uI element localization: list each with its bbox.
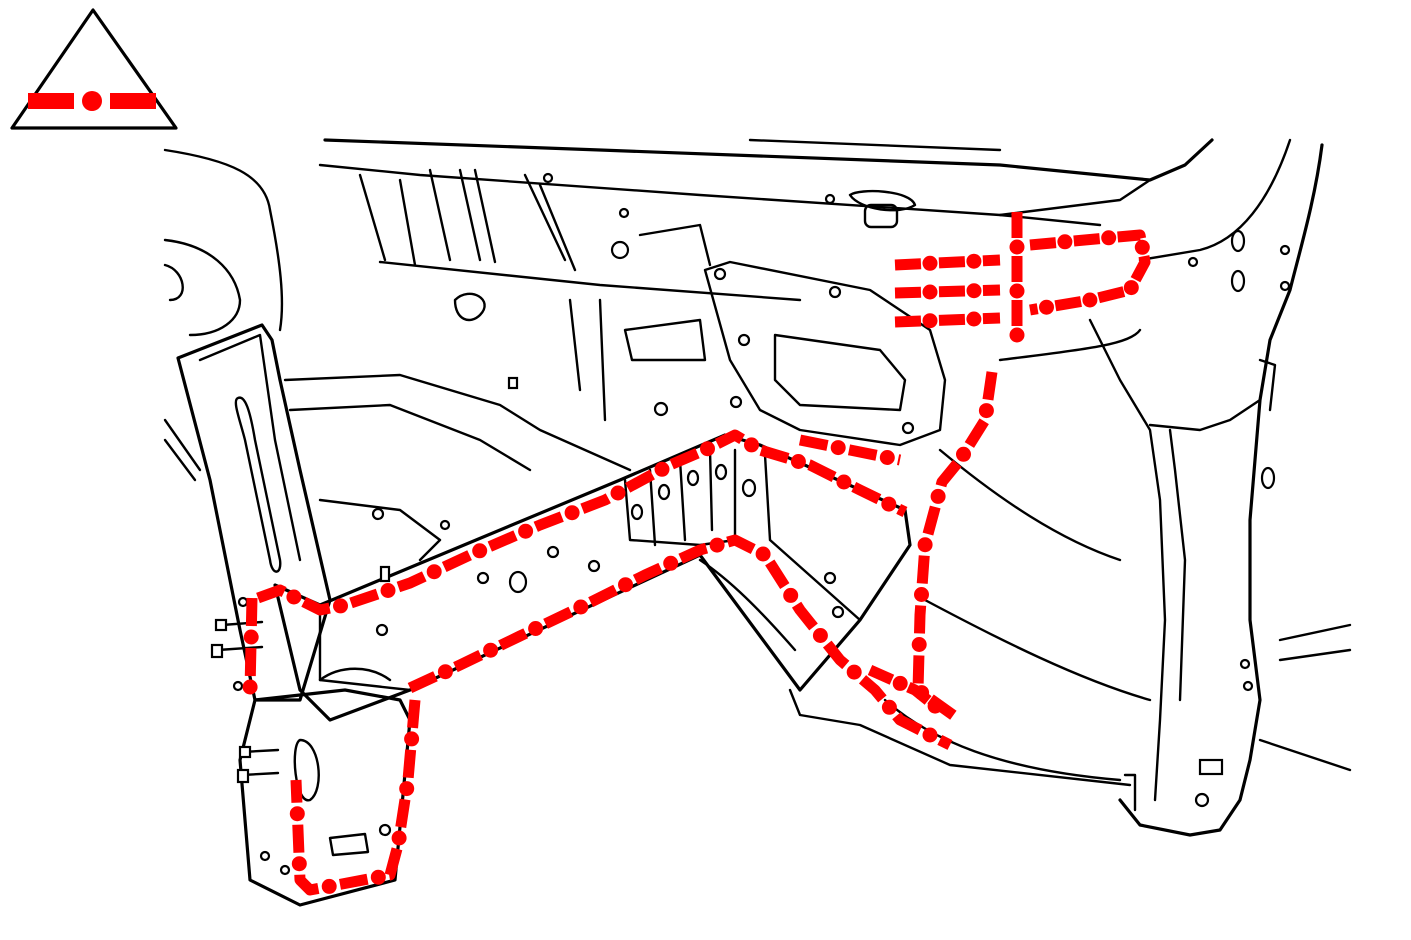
sealer-dot: [1057, 234, 1073, 250]
sealer-dot: [333, 598, 348, 614]
sealer-dot: [966, 283, 982, 299]
sealer-dot: [914, 685, 930, 701]
sealer-dot: [286, 589, 302, 605]
sealer-dot: [927, 698, 943, 714]
sealer-dot: [846, 664, 862, 680]
sealer-dot: [914, 587, 929, 602]
sealer-bead-tower-pillar: [798, 434, 902, 466]
sealer-dot: [744, 437, 759, 453]
sealer-dot: [404, 731, 420, 747]
sealer-dot: [391, 830, 407, 846]
sealer-dot: [321, 878, 337, 894]
sealer-dot: [922, 313, 938, 329]
sealer-dot: [291, 856, 307, 872]
sealer-dot: [917, 537, 933, 553]
sealer-dot: [956, 446, 971, 462]
sealer-dot: [783, 587, 799, 603]
sealer-bead-dots: [242, 230, 1150, 894]
sealer-dot: [663, 555, 679, 571]
sealer-bead-bracket-lower: [290, 699, 421, 896]
sealer-dot: [881, 496, 897, 512]
sealer-dot: [790, 454, 806, 469]
sealer-bead-paths: [244, 212, 1151, 896]
sealer-dot: [966, 253, 982, 269]
sealer-dot: [242, 679, 258, 695]
sealer-dot: [892, 675, 908, 691]
sealer-dot: [472, 543, 488, 559]
sealer-bead-dash-1: [894, 254, 1001, 271]
sealer-dot: [1009, 327, 1025, 343]
sealer-dot: [881, 699, 897, 715]
sealer-bead-lower-rail: [407, 534, 953, 750]
sealer-dot: [518, 523, 534, 539]
sealer-dot: [564, 505, 580, 521]
sealer-dot: [978, 403, 994, 419]
sealer-dot: [1009, 239, 1025, 255]
sealer-dot: [879, 450, 895, 465]
sealer-dot: [930, 488, 946, 504]
sealer-dot: [610, 485, 626, 501]
sealer-dot: [911, 637, 927, 652]
body-panel-line-art: [163, 138, 1352, 907]
sealer-dot: [922, 255, 938, 271]
sealer-dot: [528, 621, 544, 636]
sealer-bead-dash-3: [894, 312, 1001, 328]
sealer-dot: [243, 629, 259, 645]
sealer-dot: [755, 546, 771, 562]
sealer-bead-dash-2: [894, 284, 1001, 299]
sealer-legend-icon: [10, 8, 178, 130]
sealer-dot: [922, 284, 938, 300]
sealer-dot: [812, 628, 828, 643]
sealer-dot: [654, 461, 670, 477]
sealer-dot: [1123, 280, 1139, 296]
sealer-dot: [700, 441, 715, 457]
sealer-dot: [836, 474, 852, 490]
sealer-dot: [399, 781, 415, 797]
sealer-dot: [922, 727, 938, 743]
sealer-bead-upper-rail: [256, 429, 908, 616]
sealer-dot: [1009, 283, 1025, 299]
sealer-dot: [437, 664, 453, 680]
sealer-dot: [830, 440, 846, 456]
sealer-dot: [289, 806, 305, 822]
sealer-bead-pillar-drop: [912, 371, 998, 725]
sealer-dot: [966, 311, 982, 327]
sealer-dot: [573, 599, 589, 615]
sealer-dot: [380, 583, 396, 598]
sealer-dot: [1134, 239, 1150, 255]
sealer-dot: [709, 537, 725, 553]
sealer-dot: [426, 564, 442, 580]
sealer-dot: [1039, 299, 1054, 315]
sealer-dot: [370, 869, 386, 885]
sealer-dot: [618, 577, 633, 593]
sealer-bead-dash-top: [1029, 229, 1151, 316]
sealer-dot: [483, 642, 499, 658]
sealer-dot: [1082, 292, 1098, 308]
sealer-dot: [1101, 230, 1117, 246]
sealer-bead-bracket-left: [244, 597, 258, 691]
